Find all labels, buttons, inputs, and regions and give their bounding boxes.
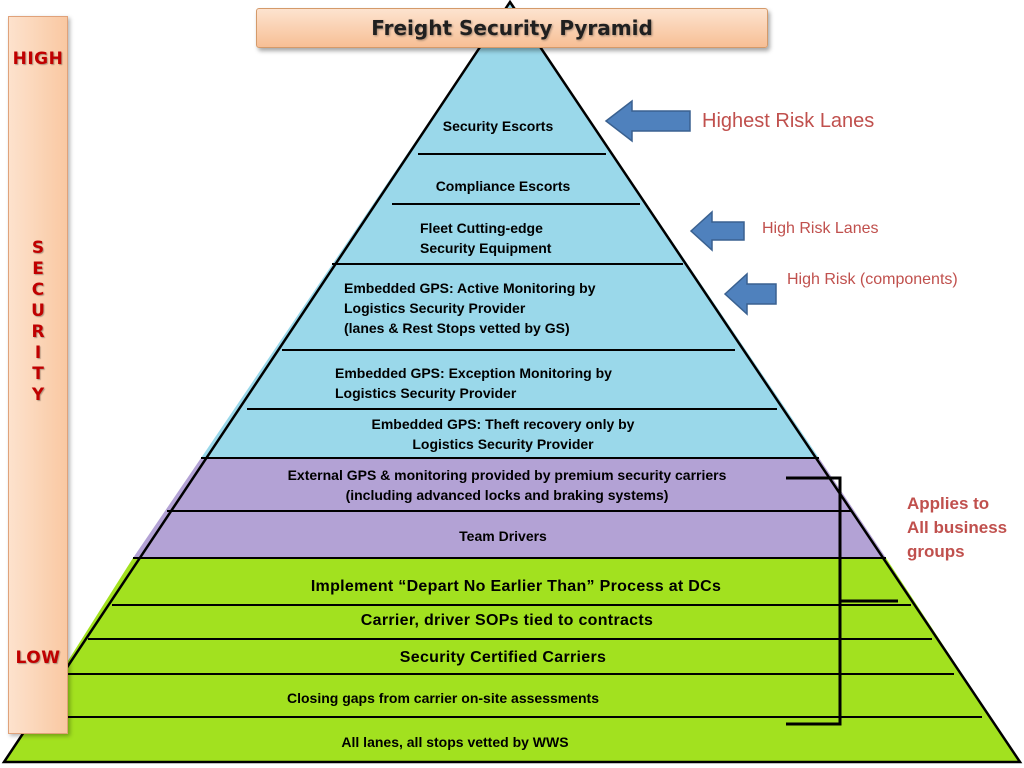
annotation-line: All business	[907, 518, 1008, 537]
tier-line: Compliance Escorts	[435, 178, 571, 194]
arrow-left-icon	[689, 210, 745, 252]
security-scale-bar	[8, 16, 68, 734]
annotation-line: Applies to	[907, 494, 990, 513]
security-letter: R	[31, 322, 45, 342]
tier-all-lanes: All lanes, all stops vetted by WWS	[295, 732, 615, 752]
security-letter: U	[31, 301, 45, 321]
arrow-left-icon	[723, 272, 777, 316]
page-title: Freight Security Pyramid	[371, 16, 653, 40]
annotation-applies-to-all: Applies to All business groups	[907, 492, 1019, 564]
tier-line: Embedded GPS: Exception Monitoring by	[335, 365, 612, 381]
security-letter: I	[34, 343, 42, 363]
tier-line: Logistics Security Provider	[344, 300, 526, 316]
pyramid-section-green	[4, 558, 1020, 762]
tier-line: Fleet Cutting-edge	[420, 220, 543, 236]
tier-line: Security Certified Carriers	[399, 649, 607, 666]
tier-line: Team Drivers	[459, 528, 547, 544]
tier-depart-process: Implement “Depart No Earlier Than” Proce…	[256, 577, 776, 597]
tier-certified-carriers: Security Certified Carriers	[318, 648, 688, 668]
security-letter: C	[31, 280, 45, 300]
tier-line: Security Escorts	[442, 118, 554, 134]
tier-line: External GPS & monitoring provided by pr…	[287, 467, 727, 483]
security-letter: S	[31, 238, 45, 258]
security-letter: E	[32, 259, 44, 279]
tier-line: All lanes, all stops vetted by WWS	[341, 734, 569, 750]
tier-team-drivers: Team Drivers	[403, 526, 603, 546]
tier-line: Embedded GPS: Theft recovery only by	[371, 416, 635, 432]
tier-line: Closing gaps from carrier on-site assess…	[287, 690, 599, 706]
tier-line: Logistics Security Provider	[412, 436, 594, 452]
tier-theft-recovery: Embedded GPS: Theft recovery only by Log…	[323, 414, 683, 454]
tier-line: Carrier, driver SOPs tied to contracts	[360, 612, 654, 629]
tier-line: (including advanced locks and braking sy…	[345, 487, 669, 503]
annotation-high-risk-components: High Risk (components)	[787, 271, 958, 288]
tier-fleet-equipment: Fleet Cutting-edge Security Equipment	[420, 218, 640, 258]
security-letter: T	[32, 364, 44, 384]
scale-high-label: HIGH	[12, 49, 64, 69]
annotation-high-risk-lanes: High Risk Lanes	[762, 220, 879, 237]
tier-line: (lanes & Rest Stops vetted by GS)	[344, 320, 570, 336]
tier-line: Security Equipment	[420, 240, 552, 256]
tier-compliance-escorts: Compliance Escorts	[388, 176, 618, 196]
annotation-line: groups	[907, 542, 965, 561]
security-vertical-word: S E C U R I T Y	[8, 238, 68, 406]
tier-line: Logistics Security Provider	[335, 385, 517, 401]
tier-closing-gaps: Closing gaps from carrier on-site assess…	[253, 688, 633, 708]
arrow-left-icon	[604, 99, 691, 143]
title-banner: Freight Security Pyramid	[256, 8, 768, 48]
tier-security-escorts: Security Escorts	[398, 116, 598, 136]
security-letter: Y	[31, 385, 45, 405]
pyramid-section-purple	[133, 458, 886, 558]
tier-active-monitoring: Embedded GPS: Active Monitoring by Logis…	[344, 278, 664, 338]
bracket-icon	[786, 476, 898, 726]
tier-carrier-sops: Carrier, driver SOPs tied to contracts	[297, 611, 717, 631]
scale-low-label: LOW	[15, 648, 61, 668]
tier-line: Implement “Depart No Earlier Than” Proce…	[310, 578, 722, 595]
tier-line: Embedded GPS: Active Monitoring by	[344, 280, 596, 296]
pyramid-section-blue	[201, 2, 819, 458]
tier-exception-monitoring: Embedded GPS: Exception Monitoring by Lo…	[335, 363, 675, 403]
annotation-highest-risk-lanes: Highest Risk Lanes	[702, 110, 875, 132]
tier-external-gps: External GPS & monitoring provided by pr…	[237, 465, 777, 505]
